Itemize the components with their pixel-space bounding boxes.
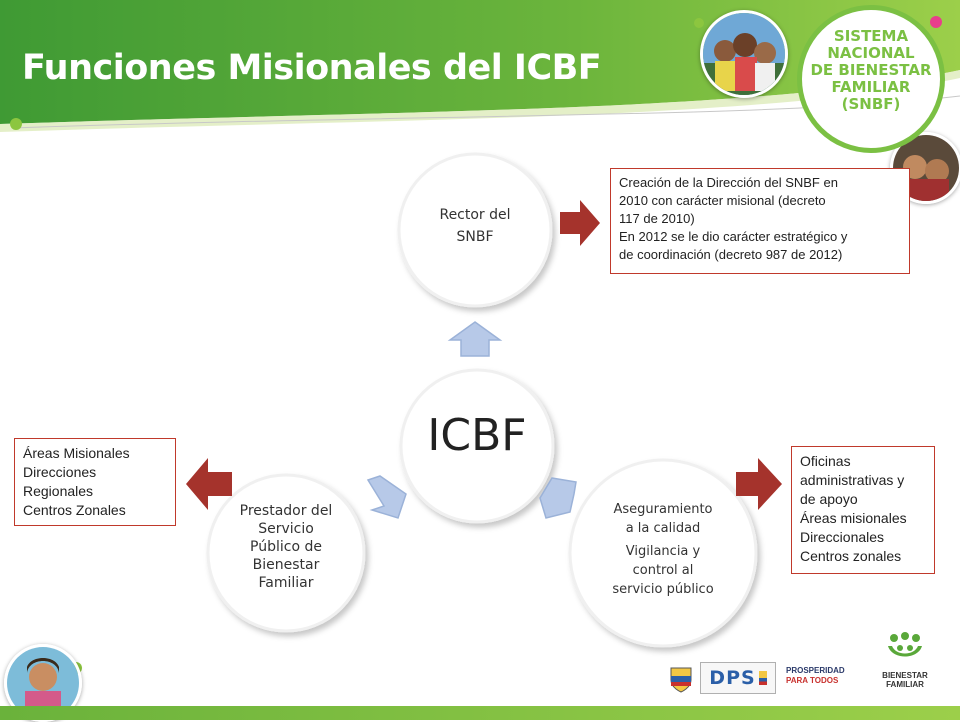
callout-line: Áreas Misionales <box>23 445 130 461</box>
family-icon <box>888 632 922 657</box>
callout-line: Regionales <box>23 483 94 499</box>
seal-text: SISTEMA NACIONAL DE BIENESTAR FAMILIAR (… <box>802 28 940 113</box>
green-dot-decoration <box>10 118 22 130</box>
pink-dot-decoration <box>930 16 942 28</box>
seal-line: SISTEMA <box>833 27 909 45</box>
icbf-center-label: ICBF <box>427 410 527 461</box>
page-title: Funciones Misionales del ICBF <box>22 48 602 88</box>
children-photo <box>700 10 788 98</box>
icbf-center-circle <box>399 368 555 524</box>
prosperidad-logo: PROSPERIDAD PARA TODOS <box>786 666 856 686</box>
oficinas-callout: Oficinas administrativas y de apoyo Área… <box>791 446 935 574</box>
footer-stripe <box>0 706 960 720</box>
prestador-node-circle <box>206 473 366 633</box>
prestador-node-label: Prestador del Servicio Público de Bienes… <box>221 502 351 592</box>
rector-label-line: SNBF <box>456 229 494 245</box>
green-dot-decoration <box>694 18 704 28</box>
down-right-arrow-icon <box>539 477 577 519</box>
callout-line: Centros Zonales <box>23 502 126 518</box>
callout-line: Áreas misionales <box>800 510 907 526</box>
callout-line: administrativas y <box>800 472 905 488</box>
aseguramiento-node-circle <box>568 458 758 648</box>
aseguramiento-body-line: Vigilancia y <box>625 544 701 559</box>
callout-line: 2010 con carácter misional (decreto <box>619 193 826 208</box>
callout-line: En 2012 se le dio carácter estratégico y <box>619 229 848 244</box>
aseguramiento-body-line: control al <box>632 563 694 578</box>
down-left-arrow-icon <box>366 475 407 519</box>
seal-line: FAMILIAR <box>831 78 911 96</box>
seal-line: DE BIENESTAR <box>810 61 932 79</box>
prestador-label-line: Bienestar <box>252 557 320 573</box>
aseguramiento-heading-line: Aseguramiento <box>613 502 713 517</box>
left-arrow-icon <box>186 458 232 510</box>
dps-logo-text: DPS <box>709 667 756 689</box>
snbf-seal-logo: SISTEMA NACIONAL DE BIENESTAR FAMILIAR (… <box>797 5 945 153</box>
callout-line: Direccionales <box>800 529 885 545</box>
rector-node-label: Rector del SNBF <box>410 204 540 248</box>
seal-line: (SNBF) <box>841 95 901 113</box>
aseguramiento-node-label: Aseguramiento a la calidad Vigilancia y … <box>588 500 738 599</box>
bienestar-logo-line: BIENESTAR <box>882 671 928 680</box>
snbf-creation-callout: Creación de la Dirección del SNBF en 201… <box>610 168 910 274</box>
colombia-coat-of-arms-logo <box>670 667 692 693</box>
callout-line: de apoyo <box>800 491 858 507</box>
callout-line: 117 de 2010) <box>619 211 695 226</box>
dps-color-mark <box>758 671 767 685</box>
dps-logo: DPS <box>700 662 776 694</box>
prestador-label-line: Servicio <box>258 521 314 537</box>
bienestar-logo-line: FAMILIAR <box>886 680 924 689</box>
right-arrow-icon <box>560 200 600 246</box>
prestador-label-line: Prestador del <box>239 503 333 519</box>
right-arrow-icon <box>736 458 782 510</box>
callout-line: Direcciones <box>23 464 97 480</box>
bienestar-familiar-logo: BIENESTAR FAMILIAR <box>874 632 936 689</box>
aseguramiento-body-line: servicio público <box>612 582 714 597</box>
prestador-label-line: Familiar <box>258 575 314 591</box>
prosperidad-logo-line: PROSPERIDAD <box>786 666 845 675</box>
up-arrow-icon <box>447 321 503 357</box>
callout-line: Centros zonales <box>800 548 902 564</box>
aseguramiento-heading-line: a la calidad <box>625 521 701 536</box>
callout-line: Oficinas <box>800 453 851 469</box>
prestador-label-line: Público de <box>250 539 322 555</box>
areas-misionales-callout: Áreas Misionales Direcciones Regionales … <box>14 438 176 526</box>
callout-line: Creación de la Dirección del SNBF en <box>619 175 838 190</box>
rector-node-circle <box>397 152 553 308</box>
prosperidad-logo-line: PARA TODOS <box>786 676 839 685</box>
callout-line: de coordinación (decreto 987 de 2012) <box>619 247 843 262</box>
rector-label-line: Rector del <box>439 207 511 223</box>
seal-line: NACIONAL <box>827 44 915 62</box>
